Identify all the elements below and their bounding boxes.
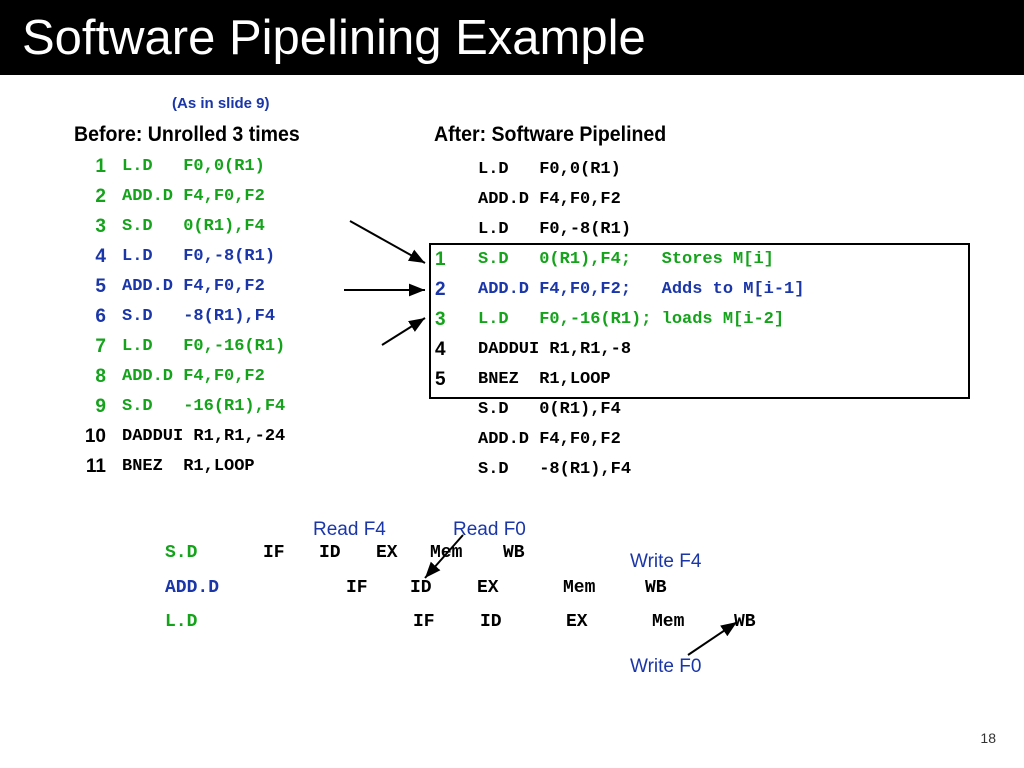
instruction-text: ADD.D F4,F0,F2 xyxy=(478,430,621,449)
pipeline-stage-if: IF xyxy=(413,612,435,632)
before-code-row: 7 L.D F0,-16(R1) xyxy=(72,332,412,362)
instruction-text: S.D -8(R1),F4 xyxy=(122,307,276,326)
instruction-text: ADD.D F4,F0,F2 xyxy=(122,277,265,296)
prologue-row: L.D F0,-8(R1) xyxy=(429,215,974,245)
page-title: Software Pipelining Example xyxy=(22,11,646,65)
epilogue-row: ADD.D F4,F0,F2 xyxy=(429,425,974,455)
instruction-text: ADD.D F4,F0,F2 xyxy=(122,187,265,206)
pipeline-stage-if: IF xyxy=(346,578,368,598)
before-code-row: 2 ADD.D F4,F0,F2 xyxy=(72,182,412,212)
instruction-text: S.D 0(R1),F4 xyxy=(478,400,621,419)
pipeline-instruction-label: L.D xyxy=(165,612,198,632)
before-code-row: 11 BNEZ R1,LOOP xyxy=(72,452,412,482)
line-number: 3 xyxy=(435,309,446,330)
line-number: 4 xyxy=(435,339,446,360)
instruction-text: L.D F0,-16(R1) xyxy=(122,337,286,356)
pipeline-stage-ex: EX xyxy=(477,578,499,598)
kernel-highlight-box xyxy=(429,243,970,399)
line-number: 8 xyxy=(95,366,106,387)
line-number: 4 xyxy=(95,246,106,267)
instruction-text: S.D 0(R1),F4; Stores M[i] xyxy=(478,250,774,269)
line-number: 5 xyxy=(435,369,446,390)
instruction-text: L.D F0,-16(R1); loads M[i-2] xyxy=(478,310,785,329)
pipeline-instruction-label: ADD.D xyxy=(165,578,220,598)
pipeline-stage-mem: Mem xyxy=(563,578,596,598)
after-heading: After: Software Pipelined xyxy=(434,123,667,146)
instruction-text: L.D F0,0(R1) xyxy=(122,157,265,176)
kernel-row: 4 DADDUI R1,R1,-8 xyxy=(429,335,974,365)
before-code-row: 4 L.D F0,-8(R1) xyxy=(72,242,412,272)
instruction-text: L.D F0,-8(R1) xyxy=(478,220,632,239)
kernel-row: 5 BNEZ R1,LOOP xyxy=(429,365,974,395)
instruction-text: BNEZ R1,LOOP xyxy=(478,370,611,389)
line-number: 9 xyxy=(95,396,106,417)
instruction-text: ADD.D F4,F0,F2 xyxy=(122,367,265,386)
line-number: 7 xyxy=(95,336,106,357)
epilogue-row: S.D -8(R1),F4 xyxy=(429,455,974,485)
pipeline-stage-wb: WB xyxy=(503,543,525,563)
pipeline-stage-id: ID xyxy=(319,543,341,563)
title-bar: Software Pipelining Example xyxy=(0,0,1024,75)
before-code-row: 9 S.D -16(R1),F4 xyxy=(72,392,412,422)
instruction-text: S.D -16(R1),F4 xyxy=(122,397,286,416)
before-code-row: 1 L.D F0,0(R1) xyxy=(72,152,412,182)
slide-reference-note: (As in slide 9) xyxy=(172,95,270,112)
pipeline-stage-if: IF xyxy=(263,543,285,563)
prologue-row: L.D F0,0(R1) xyxy=(429,155,974,185)
line-number: 1 xyxy=(95,156,106,177)
kernel-row: 2 ADD.D F4,F0,F2; Adds to M[i-1] xyxy=(429,275,974,305)
annotation-read-f0: Read F0 xyxy=(453,519,526,540)
prologue-row: ADD.D F4,F0,F2 xyxy=(429,185,974,215)
instruction-text: S.D 0(R1),F4 xyxy=(122,217,265,236)
pipeline-stage-wb: WB xyxy=(734,612,756,632)
line-number: 10 xyxy=(84,426,106,447)
line-number: 6 xyxy=(95,306,106,327)
instruction-text: L.D F0,0(R1) xyxy=(478,160,621,179)
line-number: 5 xyxy=(95,276,106,297)
pipeline-instruction-label: S.D xyxy=(165,543,198,563)
before-code-row: 5 ADD.D F4,F0,F2 xyxy=(72,272,412,302)
line-number: 1 xyxy=(435,249,446,270)
pipeline-stage-mem: Mem xyxy=(430,543,463,563)
instruction-text: ADD.D F4,F0,F2 xyxy=(478,190,621,209)
pipeline-stage-ex: EX xyxy=(376,543,398,563)
pipeline-stage-ex: EX xyxy=(566,612,588,632)
annotation-write-f4: Write F4 xyxy=(630,551,702,572)
pipeline-stage-mem: Mem xyxy=(652,612,685,632)
instruction-text: DADDUI R1,R1,-24 xyxy=(122,427,286,446)
instruction-text: S.D -8(R1),F4 xyxy=(478,460,632,479)
line-number: 11 xyxy=(85,456,106,477)
kernel-row: 1 S.D 0(R1),F4; Stores M[i] xyxy=(429,245,974,275)
epilogue-row: S.D 0(R1),F4 xyxy=(429,395,974,425)
line-number: 3 xyxy=(95,216,106,237)
page-number: 18 xyxy=(980,730,996,746)
line-number: 2 xyxy=(95,186,106,207)
before-code-row: 10 DADDUI R1,R1,-24 xyxy=(72,422,412,452)
before-heading: Before: Unrolled 3 times xyxy=(74,123,300,146)
pipeline-stage-id: ID xyxy=(480,612,502,632)
instruction-text: ADD.D F4,F0,F2; Adds to M[i-1] xyxy=(478,280,805,299)
line-number: 2 xyxy=(435,279,446,300)
before-code-row: 3 S.D 0(R1),F4 xyxy=(72,212,412,242)
pipeline-stage-id: ID xyxy=(410,578,432,598)
pipeline-stage-wb: WB xyxy=(645,578,667,598)
before-code-row: 8 ADD.D F4,F0,F2 xyxy=(72,362,412,392)
instruction-text: BNEZ R1,LOOP xyxy=(122,457,255,476)
before-code-row: 6 S.D -8(R1),F4 xyxy=(72,302,412,332)
annotation-read-f4: Read F4 xyxy=(313,519,386,540)
annotation-write-f0: Write F0 xyxy=(630,656,702,677)
kernel-row: 3 L.D F0,-16(R1); loads M[i-2] xyxy=(429,305,974,335)
instruction-text: DADDUI R1,R1,-8 xyxy=(478,340,632,359)
instruction-text: L.D F0,-8(R1) xyxy=(122,247,276,266)
